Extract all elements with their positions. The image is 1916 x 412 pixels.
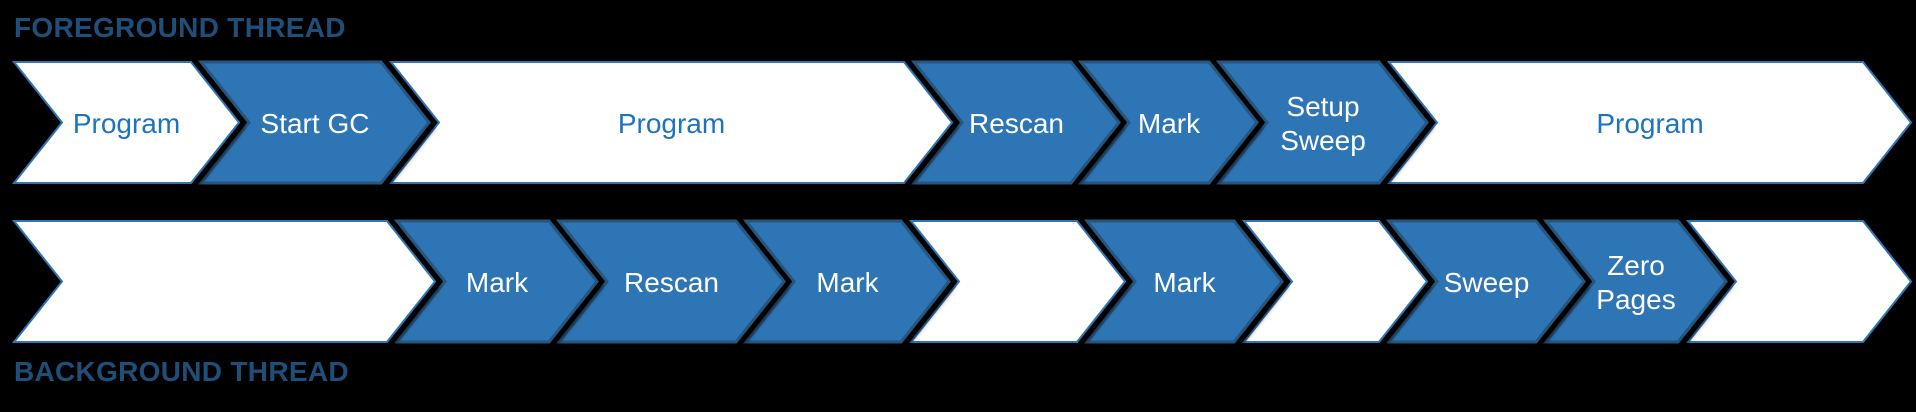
chevron-label-fg-program-2: Program bbox=[618, 108, 725, 139]
chevron-shape-bg-mark-2 bbox=[742, 219, 951, 344]
chevron-shape-bg-idle-4 bbox=[1685, 220, 1913, 343]
chevron-fg-program-1: Program bbox=[11, 61, 241, 184]
chevron-label-fg-rescan: Rescan bbox=[969, 108, 1064, 139]
chevron-label-bg-sweep: Sweep bbox=[1444, 267, 1530, 298]
chevron-label-fg-program-3: Program bbox=[1596, 108, 1703, 139]
chevron-shape-bg-mark-3 bbox=[1083, 219, 1284, 344]
chevron-bg-idle-3 bbox=[1241, 220, 1429, 343]
foreground-thread-label: FOREGROUND THREAD bbox=[14, 12, 346, 43]
chevron-shape-bg-idle-2 bbox=[908, 220, 1127, 343]
chevron-bg-rescan: Rescan bbox=[555, 219, 786, 344]
chevron-bg-mark-3: Mark bbox=[1083, 219, 1284, 344]
chevron-label-bg-mark-3: Mark bbox=[1153, 267, 1216, 298]
chevron-bg-mark-1: Mark bbox=[393, 219, 599, 344]
chevron-fg-start-gc: Start GC bbox=[197, 60, 431, 185]
chevron-label-fg-start-gc: Start GC bbox=[261, 108, 370, 139]
chevron-fg-rescan: Rescan bbox=[910, 60, 1121, 185]
chevron-fg-program-2: Program bbox=[388, 61, 954, 184]
chevron-shape-bg-idle-1 bbox=[11, 220, 437, 343]
chevron-shape-bg-sweep bbox=[1385, 219, 1586, 344]
chevron-shape-fg-program-1 bbox=[11, 61, 241, 184]
chevron-bg-sweep: Sweep bbox=[1385, 219, 1586, 344]
chevron-fg-mark: Mark bbox=[1077, 60, 1259, 185]
background-thread-label: BACKGROUND THREAD bbox=[14, 356, 349, 387]
chevron-shape-fg-program-2 bbox=[388, 61, 954, 184]
chevron-fg-program-3: Program bbox=[1386, 61, 1913, 184]
chevron-shape-fg-setup-sweep bbox=[1215, 60, 1429, 185]
chevron-shape-fg-program-3 bbox=[1386, 61, 1913, 184]
chevron-shape-bg-idle-3 bbox=[1241, 220, 1429, 343]
chevron-label-fg-mark: Mark bbox=[1138, 108, 1201, 139]
chevron-label-bg-rescan: Rescan bbox=[624, 267, 719, 298]
chevron-shape-bg-rescan bbox=[555, 219, 786, 344]
chevron-label-bg-mark-1: Mark bbox=[466, 267, 529, 298]
chevron-bg-idle-2 bbox=[908, 220, 1127, 343]
chevron-shape-bg-mark-1 bbox=[393, 219, 599, 344]
chevron-shape-fg-start-gc bbox=[197, 60, 431, 185]
chevron-bg-mark-2: Mark bbox=[742, 219, 951, 344]
chevron-shape-fg-mark bbox=[1077, 60, 1259, 185]
chevron-shape-fg-rescan bbox=[910, 60, 1121, 185]
chevron-bg-idle-4 bbox=[1685, 220, 1913, 343]
chevron-shape-bg-zero-pages bbox=[1542, 219, 1728, 344]
chevron-label-bg-mark-2: Mark bbox=[816, 267, 879, 298]
chevron-label-fg-program-1: Program bbox=[73, 108, 180, 139]
chevron-bg-idle-1 bbox=[11, 220, 437, 343]
